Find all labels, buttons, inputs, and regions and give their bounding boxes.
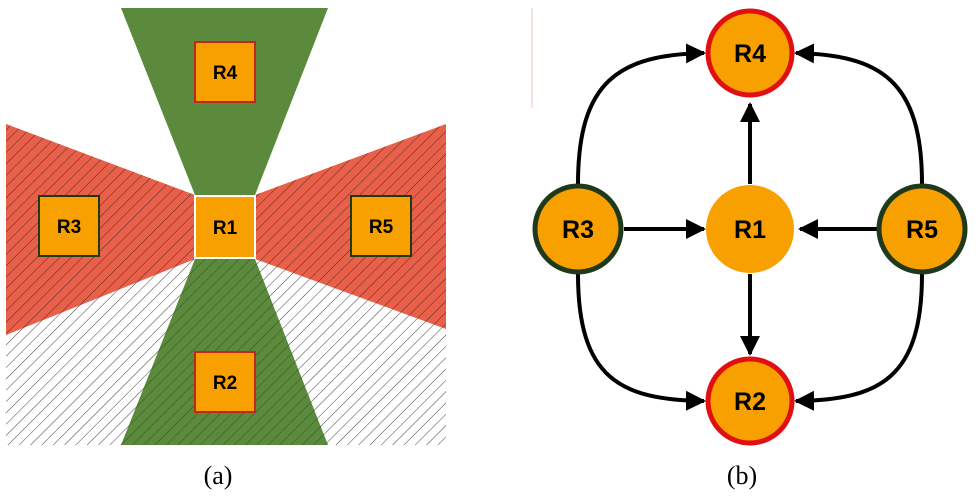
- panel-b: R4 R1 R3 R5 R2 (b): [531, 8, 968, 490]
- region-label-r2: R2: [213, 373, 237, 394]
- region-label-r5: R5: [369, 217, 394, 238]
- node-label-r1: R1: [734, 216, 766, 244]
- region-box-r4: R4: [194, 41, 256, 103]
- region-label-r1: R1: [213, 218, 238, 239]
- node-r2: R2: [705, 356, 795, 446]
- node-label-r5: R5: [906, 216, 938, 244]
- edge-r3-r4: [576, 43, 706, 185]
- region-box-r3: R3: [38, 195, 100, 257]
- region-box-r2: R2: [194, 351, 256, 413]
- region-label-r4: R4: [213, 63, 238, 84]
- region-label-r3: R3: [57, 217, 81, 238]
- region-box-r1: R1: [194, 195, 256, 259]
- edge-r5-r2: [794, 273, 924, 411]
- edge-group: [576, 43, 924, 411]
- panel-a: R4 R1 R3 R5 R2 (a): [6, 8, 446, 490]
- edge-r5-r4: [794, 43, 924, 185]
- sector-left-hatch: [6, 124, 195, 335]
- node-label-r2: R2: [734, 388, 766, 416]
- node-label-r4: R4: [734, 40, 766, 68]
- edge-r3-r2: [576, 273, 706, 411]
- region-box-r5: R5: [350, 195, 412, 257]
- caption-a: (a): [204, 461, 233, 490]
- node-r5: R5: [876, 183, 968, 275]
- node-r3: R3: [532, 183, 624, 275]
- node-r1: R1: [706, 185, 794, 273]
- caption-b: (b): [727, 461, 757, 490]
- node-label-r3: R3: [562, 216, 594, 244]
- node-r4: R4: [705, 8, 795, 98]
